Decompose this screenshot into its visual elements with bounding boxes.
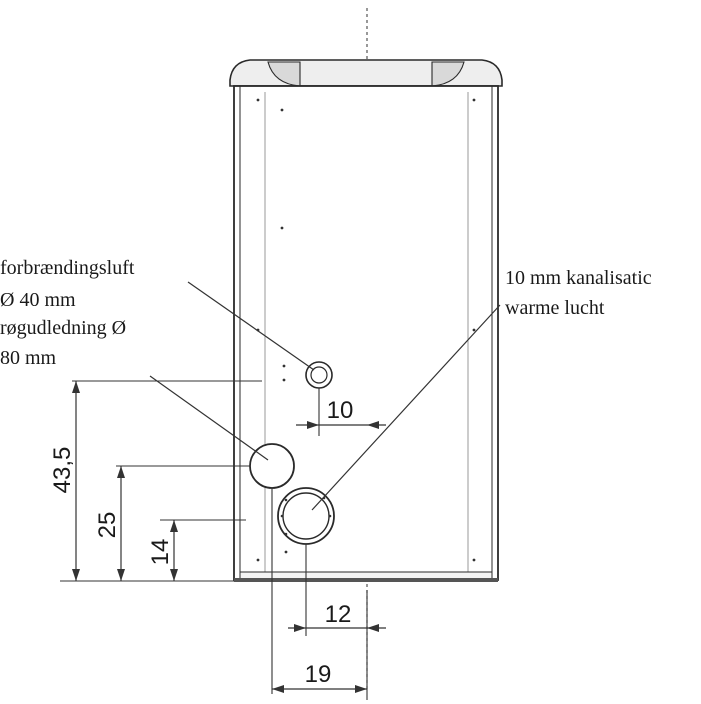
stove-body xyxy=(233,85,499,582)
leader-channel xyxy=(311,304,501,511)
label-channel-1: 10 mm kanalisatic xyxy=(505,267,652,289)
label-combustion-air-2: Ø 40 mm xyxy=(0,289,76,311)
leader-smoke-outlet xyxy=(149,375,269,461)
width-dimension-12 xyxy=(288,624,386,632)
width-dimension-19 xyxy=(272,685,367,693)
width-dimension-10 xyxy=(296,421,386,429)
height-dimension-43-5 xyxy=(72,381,80,581)
label-smoke-outlet-1: røgudledning Ø xyxy=(0,317,126,339)
label-smoke-outlet-2: 80 mm xyxy=(0,347,57,369)
dim-text-43-5: 43,5 xyxy=(49,447,76,494)
height-dimension-25 xyxy=(117,466,125,581)
dim-text-19: 19 xyxy=(305,661,332,688)
dim-text-25: 25 xyxy=(94,512,121,539)
dim-text-10: 10 xyxy=(327,397,354,424)
label-channel-2: warme lucht xyxy=(505,297,605,319)
hot-air-channel-outlet xyxy=(277,487,335,545)
smoke-outlet xyxy=(249,443,295,489)
label-combustion-air-1: forbrændingsluft xyxy=(0,257,135,279)
combustion-air-inlet xyxy=(305,361,333,389)
dim-text-12: 12 xyxy=(325,601,352,628)
leader-combustion-air xyxy=(187,281,315,371)
height-dimension-14 xyxy=(170,520,178,581)
dim-text-14: 14 xyxy=(147,539,174,566)
stove-top-cap xyxy=(229,59,503,87)
